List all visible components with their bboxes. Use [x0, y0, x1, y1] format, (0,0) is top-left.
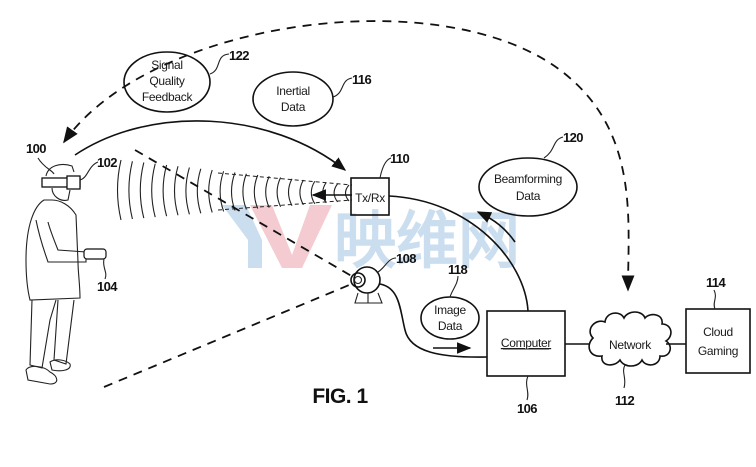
leader-112	[623, 364, 626, 389]
beam-wave-arc	[219, 171, 225, 212]
txrx-to-computer-line	[388, 195, 529, 312]
beamforming-data-arrow	[476, 211, 516, 243]
cloud-gaming-line1: Cloud	[703, 325, 733, 339]
leader-114	[713, 289, 716, 310]
beam-wave-arc	[196, 168, 202, 214]
tx-rx-label: Tx/Rx	[355, 191, 385, 205]
cloud-gaming-line2: Gaming	[698, 344, 738, 358]
beam-wave-arc	[310, 180, 316, 205]
beam-wave-arc	[276, 177, 282, 207]
camera-node: 108	[350, 251, 417, 304]
leader-100	[37, 157, 55, 175]
hmd-visor	[66, 175, 81, 190]
leader-116	[332, 77, 353, 98]
beam-wave-arc	[242, 173, 247, 210]
ref-116: 116	[352, 72, 372, 87]
controller-icon	[83, 248, 107, 260]
beam-wave-arc	[128, 161, 133, 220]
bubble-image: Image Data 118	[420, 262, 480, 340]
beam-wave-arc	[162, 164, 168, 217]
user-leg-back	[29, 299, 57, 369]
cloud-gaming-node: Cloud Gaming 114	[685, 275, 751, 374]
leader-110	[379, 157, 392, 179]
camera-lens-inner	[353, 275, 363, 285]
camera-view-line-lower	[103, 282, 355, 388]
user-head	[45, 163, 75, 177]
beam-wave-arc	[230, 172, 236, 211]
beam-wave-arc	[265, 176, 270, 208]
beam-edge-top	[217, 172, 353, 186]
leader-106	[526, 375, 529, 401]
bubble-beamforming-line2: Data	[516, 189, 541, 203]
beam-wave-arc	[151, 163, 156, 218]
user-face	[51, 187, 71, 201]
bubble-beamforming-line1: Beamforming	[494, 172, 562, 186]
watermark-v-shape	[250, 205, 332, 268]
user-shoe-2	[49, 359, 71, 372]
leader-120	[543, 136, 564, 159]
user-figure	[25, 163, 107, 385]
beam-wave-arc	[344, 184, 350, 202]
beam-wave-arc	[322, 182, 327, 204]
camera-lens	[350, 272, 366, 288]
ref-110: 110	[390, 151, 410, 166]
leader-118	[449, 275, 459, 298]
watermark-logo	[222, 205, 332, 268]
camera-stand	[354, 292, 383, 304]
bubble-signal-quality-line3: Feedback	[142, 90, 194, 104]
ref-112: 112	[615, 393, 635, 408]
user-arm	[35, 219, 87, 263]
bubble-signal-quality: Signal Quality Feedback 122	[123, 48, 250, 113]
ref-100: 100	[26, 141, 46, 156]
network-label: Network	[609, 338, 652, 352]
bubble-image-line1: Image	[434, 303, 466, 317]
beam-wave-arc	[139, 162, 145, 219]
ref-122: 122	[229, 48, 249, 63]
leader-122	[209, 53, 230, 75]
beam-wave-arc	[116, 159, 122, 221]
computer-node: Computer 106	[486, 310, 566, 416]
ref-120: 120	[563, 130, 583, 145]
beam-wave-arc	[185, 167, 190, 215]
beam-wave-arc	[299, 179, 304, 206]
camera-view-line-upper	[134, 149, 356, 279]
ref-102: 102	[97, 155, 117, 170]
inertial-data-arc	[74, 120, 347, 171]
bubble-inertial-line2: Data	[281, 100, 306, 114]
ref-104: 104	[97, 279, 118, 294]
ref-114: 114	[706, 275, 727, 290]
user-shoe-1	[25, 365, 58, 385]
beam-edge-bottom	[217, 199, 353, 211]
leader-102	[79, 161, 99, 181]
leader-108	[377, 257, 397, 273]
user-torso	[25, 199, 81, 301]
bubble-image-line2: Data	[438, 319, 463, 333]
camera-to-computer-line	[379, 283, 488, 358]
bubble-beamforming: Beamforming Data 120	[478, 130, 584, 217]
ref-108: 108	[396, 251, 416, 266]
beam-waves	[116, 159, 350, 221]
bubble-signal-quality-line2: Quality	[149, 74, 185, 88]
figure-title: FIG. 1	[312, 385, 368, 408]
beam-wave-arc	[287, 178, 293, 207]
user-leg-front	[53, 299, 75, 365]
beam-wave-arc	[333, 183, 339, 203]
network-node: Network 112	[588, 311, 672, 408]
bubble-inertial: Inertial Data 116	[252, 71, 372, 127]
beam-wave-arc	[208, 169, 213, 213]
computer-label: Computer	[501, 336, 552, 350]
ref-118: 118	[448, 262, 468, 277]
bubble-inertial-line1: Inertial	[276, 84, 310, 98]
beam-wave-arc	[253, 174, 259, 209]
feedback-dashed-arc	[63, 20, 635, 292]
beam-wave-arc	[173, 166, 179, 216]
ref-106: 106	[517, 401, 537, 416]
bubble-signal-quality-line1: Signal	[151, 58, 183, 72]
leader-104	[103, 258, 107, 280]
